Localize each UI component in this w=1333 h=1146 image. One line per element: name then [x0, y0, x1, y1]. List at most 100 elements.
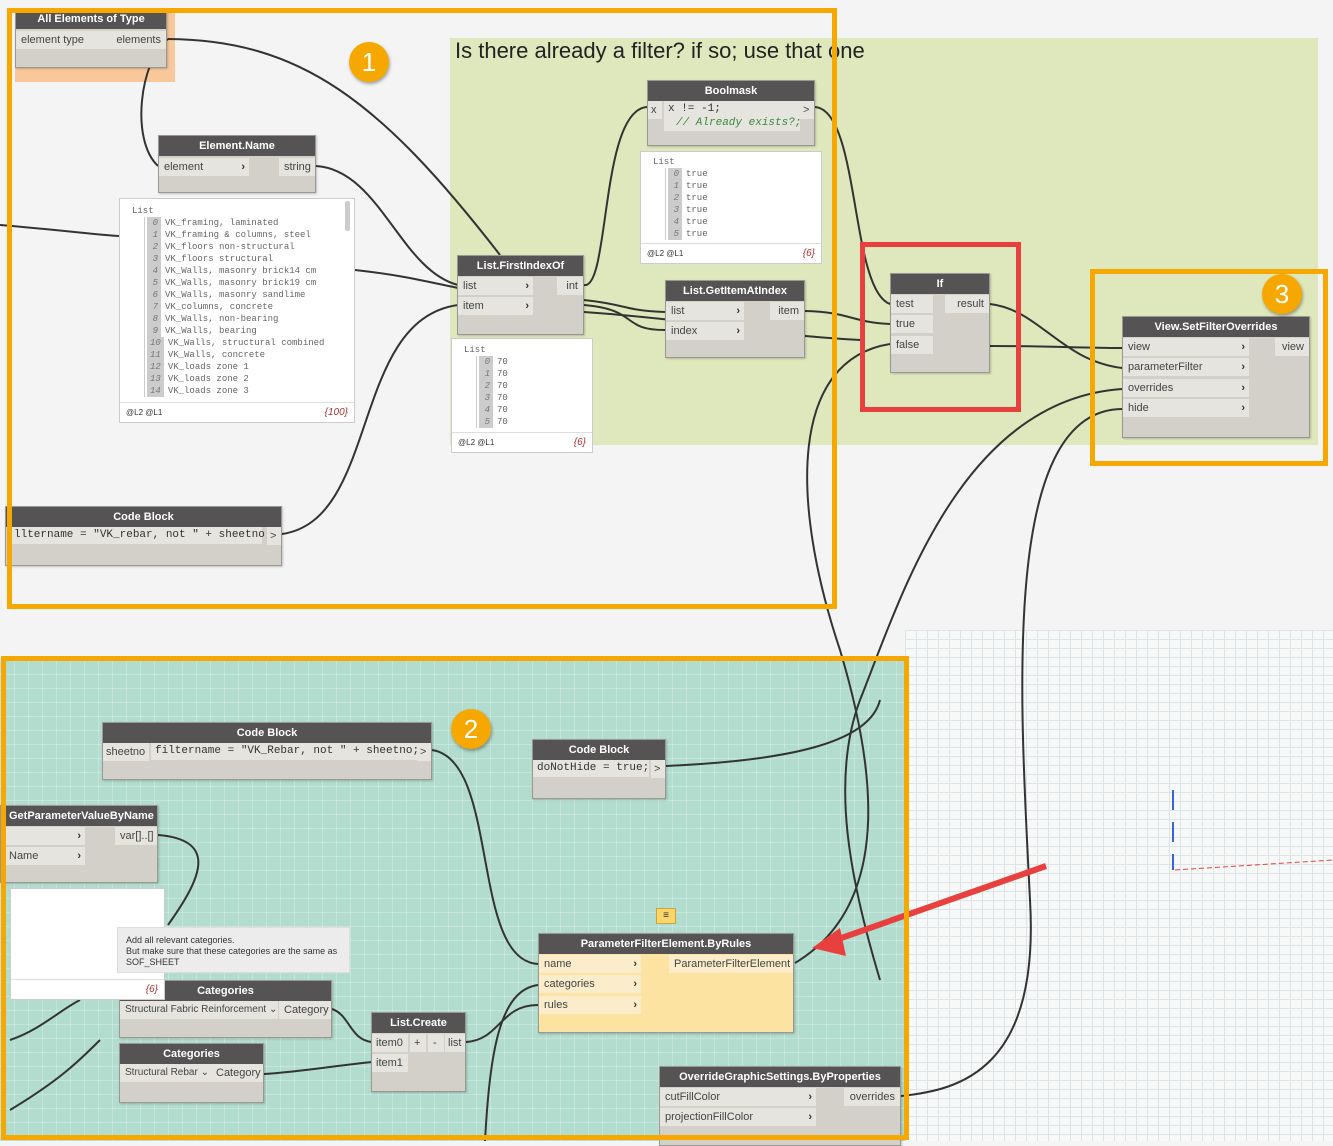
- node-code-block-filtername[interactable]: Code Block lltername = "VK_rebar, not " …: [5, 506, 282, 566]
- input-port-cutfillcolor[interactable]: cutFillColor›: [660, 1088, 816, 1106]
- output-port-result[interactable]: result: [945, 295, 989, 313]
- watch-header: List: [464, 345, 486, 355]
- chevron-right-icon: ›: [77, 850, 81, 862]
- node-categories-fabric[interactable]: Categories Structural Fabric Reinforceme…: [119, 980, 332, 1038]
- comment-icon[interactable]: ≡: [656, 908, 676, 924]
- node-element-name[interactable]: Element.Name element› string: [158, 135, 316, 193]
- node-code-block-filtername-rebar[interactable]: Code Block sheetno filtername = "VK_Reba…: [102, 722, 432, 780]
- input-port-element[interactable]: element›: [159, 158, 249, 176]
- input-port-view[interactable]: view›: [1123, 338, 1249, 356]
- output-port[interactable]: >: [417, 743, 431, 761]
- input-port-hide[interactable]: hide›: [1123, 399, 1249, 417]
- node-getparametervaluebyname[interactable]: GetParameterValueByName › Name› var[]..[…: [0, 805, 158, 883]
- input-port-element[interactable]: ›: [1, 827, 85, 845]
- node-title: Element.Name: [159, 136, 315, 156]
- chevron-right-icon: ›: [633, 999, 637, 1011]
- input-port-overrides[interactable]: overrides›: [1123, 379, 1249, 397]
- node-title: All Elements of Type: [16, 9, 166, 29]
- code-editor[interactable]: doNotHide = true;: [533, 760, 649, 777]
- node-title: OverrideGraphicSettings.ByProperties: [660, 1067, 900, 1087]
- input-port-false[interactable]: false: [891, 336, 933, 354]
- category-dropdown[interactable]: Structural Fabric Reinforcement ⌄: [120, 1001, 278, 1019]
- output-port-category[interactable]: Category: [279, 1001, 331, 1019]
- output-port[interactable]: >: [800, 101, 814, 119]
- node-categories-rebar[interactable]: Categories Structural Rebar ⌄ Category: [119, 1043, 264, 1103]
- remove-input-button[interactable]: -: [428, 1034, 444, 1052]
- code-editor[interactable]: filtername = "VK_Rebar, not " + sheetno;: [151, 743, 419, 760]
- node-overridegraphicsettings-byproperties[interactable]: OverrideGraphicSettings.ByProperties cut…: [659, 1066, 901, 1146]
- output-port-item[interactable]: item: [770, 302, 804, 320]
- input-port-item0[interactable]: item0: [372, 1034, 408, 1052]
- input-port-categories[interactable]: categories›: [539, 975, 641, 993]
- output-port[interactable]: >: [267, 527, 281, 545]
- node-list-firstindexof[interactable]: List.FirstIndexOf list› item› int: [457, 255, 584, 335]
- chevron-right-icon: ›: [736, 325, 740, 337]
- chevron-right-icon: ›: [1241, 382, 1245, 394]
- node-if[interactable]: If test true false result: [890, 273, 990, 373]
- add-input-button[interactable]: +: [410, 1034, 426, 1052]
- input-port-x[interactable]: x: [648, 101, 662, 119]
- input-port-element-type[interactable]: element type: [16, 31, 106, 49]
- output-port-elements[interactable]: elements: [106, 31, 166, 49]
- highlight-box-3: [1090, 269, 1328, 466]
- output-port-view[interactable]: view: [1275, 338, 1309, 356]
- input-port-true[interactable]: true: [891, 315, 933, 333]
- port-label: elements: [116, 34, 161, 46]
- node-boolmask[interactable]: Boolmask x x != -1;// Already exists?; >: [647, 80, 815, 146]
- input-port-projectionfillcolor[interactable]: projectionFillColor›: [660, 1108, 816, 1126]
- output-port[interactable]: >: [651, 760, 665, 778]
- output-port-category[interactable]: Category: [211, 1064, 263, 1082]
- output-port-string[interactable]: string: [279, 158, 315, 176]
- input-port-name[interactable]: name›: [539, 955, 641, 973]
- node-title: Code Block: [6, 507, 281, 527]
- input-port-test[interactable]: test: [891, 295, 933, 313]
- input-port-index[interactable]: index›: [666, 322, 744, 340]
- input-port-name[interactable]: Name›: [1, 847, 85, 865]
- output-port-var[interactable]: var[]..[]: [115, 827, 157, 845]
- node-all-elements-of-type[interactable]: All Elements of Type element type elemen…: [15, 8, 167, 68]
- chevron-right-icon: ›: [77, 830, 81, 842]
- 3d-background-grid: [905, 630, 1333, 1141]
- node-list-getitematindex[interactable]: List.GetItemAtIndex list› index› item: [665, 280, 805, 358]
- node-code-block-donothide[interactable]: Code Block doNotHide = true; >: [532, 739, 666, 799]
- category-dropdown[interactable]: Structural Rebar ⌄: [120, 1064, 212, 1082]
- input-port-item1[interactable]: item1: [372, 1054, 408, 1072]
- node-title: Categories: [120, 1044, 263, 1064]
- node-view-setfilteroverrides[interactable]: View.SetFilterOverrides view› parameterF…: [1122, 316, 1310, 438]
- input-port-parameterfilter[interactable]: parameterFilter›: [1123, 358, 1249, 376]
- chevron-right-icon: ›: [241, 161, 245, 173]
- node-title: Categories: [120, 981, 331, 1001]
- node-list-create[interactable]: List.Create item0 + - item1 list: [371, 1012, 466, 1092]
- output-port-overrides[interactable]: overrides: [844, 1088, 900, 1106]
- input-port-list[interactable]: list›: [666, 302, 744, 320]
- output-port-parameterfilterelement[interactable]: ParameterFilterElement: [669, 955, 793, 973]
- input-port-list[interactable]: list›: [458, 277, 533, 295]
- input-port-rules[interactable]: rules›: [539, 996, 641, 1014]
- chevron-right-icon: ›: [633, 958, 637, 970]
- node-title: ParameterFilterElement.ByRules: [539, 934, 793, 954]
- step-badge-2: 2: [451, 709, 491, 749]
- output-port-list[interactable]: list: [445, 1034, 465, 1052]
- node-parameterfilterelement-byrules[interactable]: ParameterFilterElement.ByRules name› cat…: [538, 933, 794, 1033]
- input-port-sheetno[interactable]: sheetno: [103, 743, 149, 761]
- code-editor[interactable]: lltername = "VK_rebar, not " + sheetno;: [10, 527, 271, 544]
- scrollbar[interactable]: [345, 201, 350, 231]
- code-editor[interactable]: x != -1;// Already exists?;: [664, 101, 801, 131]
- input-port-item[interactable]: item›: [458, 297, 533, 315]
- output-port-int[interactable]: int: [557, 277, 583, 295]
- chevron-right-icon: ›: [525, 280, 529, 292]
